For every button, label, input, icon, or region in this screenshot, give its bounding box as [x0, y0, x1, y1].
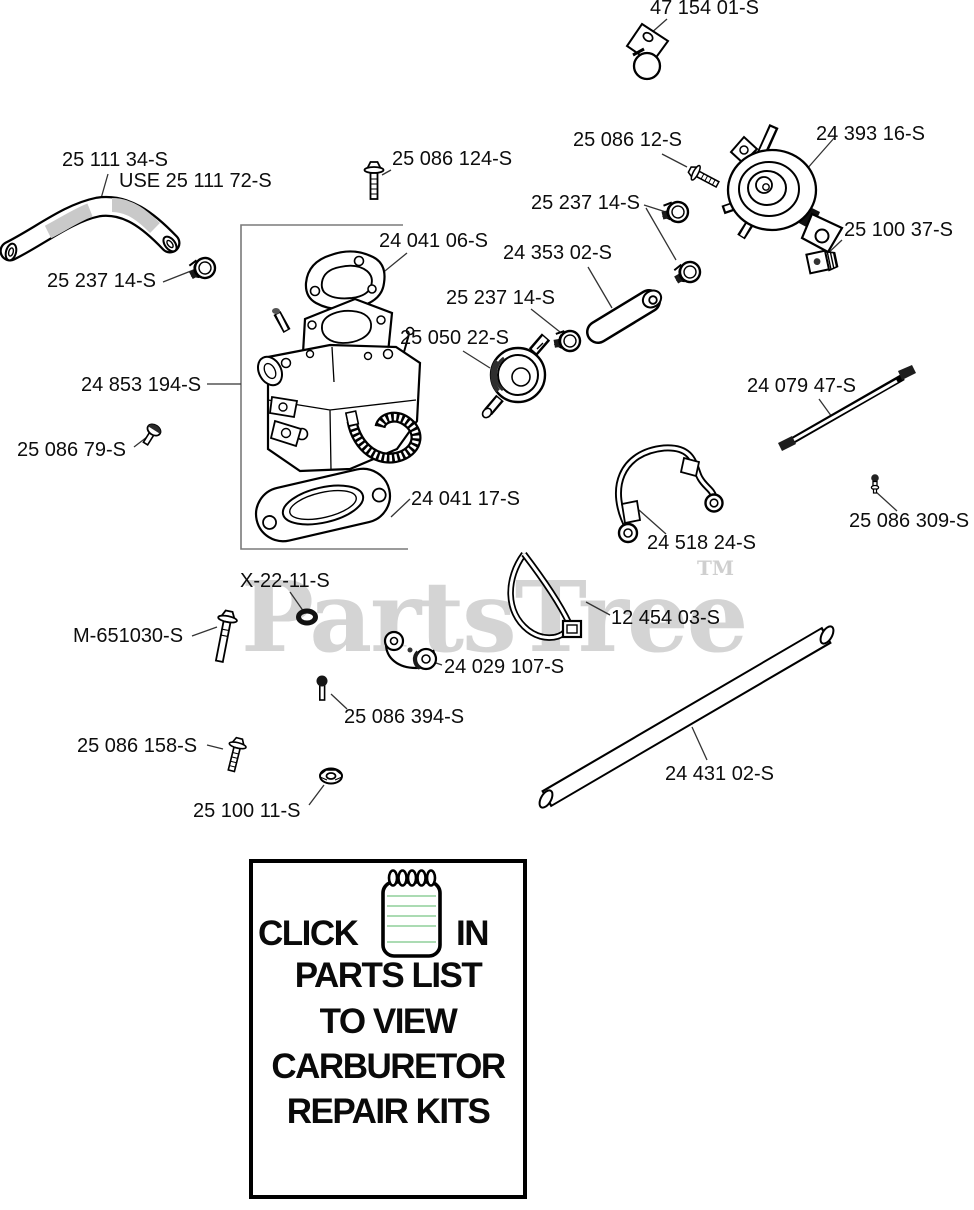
- hex-nut-icon: [319, 767, 343, 785]
- part-label-25-237-14-s: 25 237 14-S: [446, 287, 555, 309]
- rod-icon: [778, 365, 916, 451]
- part-label-use-25-111-72-s: USE 25 111 72-S: [119, 170, 272, 192]
- diagram-frame: [240, 224, 408, 550]
- repair-kits-info-box: CLICK IN PARTS LIST TO VIEW CARBURETOR R…: [249, 859, 527, 1199]
- part-label-25-086-12-s: 25 086 12-S: [573, 129, 682, 151]
- screw-icon: [142, 423, 162, 446]
- notepad-icon: [381, 869, 442, 958]
- fitting-icon: [805, 249, 839, 275]
- info-box-line-parts-list: PARTS LIST: [294, 956, 483, 995]
- part-label-25-086-394-s: 25 086 394-S: [344, 706, 465, 728]
- info-box-line-repair-kits: REPAIR KITS: [286, 1092, 491, 1131]
- part-label-25-086-79-s: 25 086 79-S: [17, 439, 126, 461]
- long-bolt-icon: [214, 609, 238, 663]
- part-label-m-651030-s: M-651030-S: [73, 625, 184, 647]
- fuel-hose-icon: [0, 195, 181, 262]
- cable-tie-icon: [507, 552, 583, 641]
- part-label-25-050-22-s: 25 050 22-S: [400, 327, 509, 349]
- o-ring-icon: [296, 608, 318, 626]
- part-label-25-086-309-s: 25 086 309-S: [849, 510, 970, 532]
- part-label-25-086-124-s: 25 086 124-S: [392, 148, 513, 170]
- tube-icon: [586, 289, 663, 344]
- part-label-24-431-02-s: 24 431 02-S: [665, 763, 774, 785]
- info-box-line-carburetor: CARBURETOR: [271, 1047, 506, 1086]
- part-label-24-079-47-s: 24 079 47-S: [747, 375, 856, 397]
- part-label-24-353-02-s: 24 353 02-S: [503, 242, 612, 264]
- info-box-click-word: CLICK: [258, 914, 359, 953]
- part-label-x-22-11-s: X-22-11-S: [240, 570, 330, 592]
- part-label-25-100-37-s: 25 100 37-S: [844, 219, 953, 241]
- screw-icon: [316, 675, 328, 701]
- part-label-24-518-24-s: 24 518 24-S: [647, 532, 756, 554]
- lever-bracket-icon: [383, 630, 438, 671]
- info-box-line-to-view: TO VIEW: [319, 1002, 458, 1041]
- part-label-24-041-17-s: 24 041 17-S: [411, 488, 520, 510]
- hose-clamp-icon: [551, 327, 583, 354]
- part-label-25-237-14-s: 25 237 14-S: [47, 270, 156, 292]
- part-label-24-029-107-s: 24 029 107-S: [444, 656, 565, 678]
- leader-lines: [99, 18, 898, 806]
- part-label-25-237-14-s: 25 237 14-S: [531, 192, 640, 214]
- screw-icon: [870, 474, 880, 494]
- part-label-12-454-03-s: 12 454 03-S: [611, 607, 720, 629]
- trademark-symbol: TM: [697, 556, 735, 580]
- partstree-watermark: PartsTree: [241, 560, 748, 674]
- carburetor-icon: [257, 297, 422, 473]
- part-label-24-393-16-s: 24 393 16-S: [816, 123, 925, 145]
- hose-clamp-icon: [185, 255, 218, 282]
- hose-clamp-icon: [659, 199, 691, 225]
- info-box-in-word: IN: [456, 914, 490, 953]
- hose-clamp-icon: [670, 258, 704, 287]
- flange-screw-icon: [685, 161, 723, 193]
- part-label-24-853-194-s: 24 853 194-S: [81, 374, 202, 396]
- fuel-pump-icon: [721, 123, 844, 254]
- ground-strap-icon: [615, 444, 724, 544]
- part-label-25-100-11-s: 25 100 11-S: [193, 800, 301, 822]
- flange-screw-icon: [222, 735, 249, 774]
- cross-tube-icon: [538, 625, 835, 809]
- flange-screw-icon: [363, 161, 385, 200]
- part-label-47-154-01-s: 47 154 01-S: [650, 0, 759, 19]
- fuel-filter-icon: [481, 333, 551, 419]
- cable-clamp-icon: [625, 22, 670, 81]
- gasket-icon: [254, 467, 392, 543]
- gasket-icon: [304, 250, 386, 311]
- part-label-24-041-06-s: 24 041 06-S: [379, 230, 488, 252]
- part-label-25-111-34-s: 25 111 34-S: [62, 149, 169, 171]
- part-label-25-086-158-s: 25 086 158-S: [77, 735, 198, 757]
